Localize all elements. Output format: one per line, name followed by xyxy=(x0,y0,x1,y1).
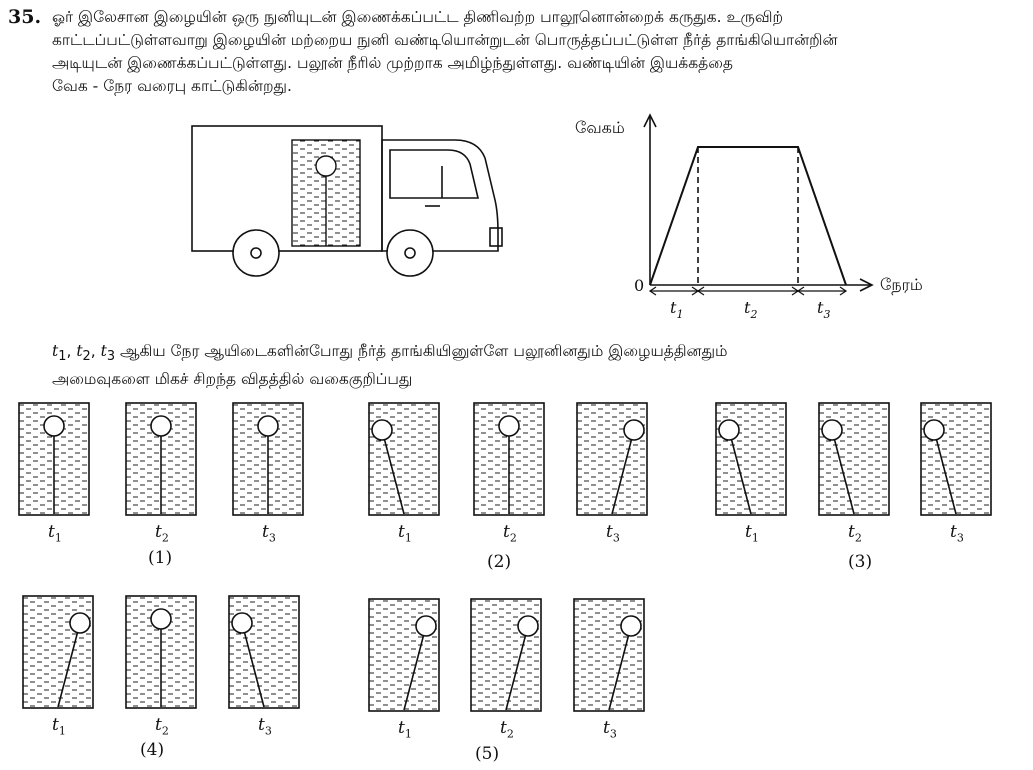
tank-time-label: t3 xyxy=(262,522,276,545)
intro-line: வேக - நேர வரைபு காட்டுகின்றது. xyxy=(52,77,292,95)
tank-diagram xyxy=(573,598,645,712)
tank-time-label: t2 xyxy=(155,522,169,545)
tank-diagram xyxy=(22,595,94,709)
tank-time-label: t2 xyxy=(503,522,517,545)
graph-interval-t1: t1 xyxy=(670,298,683,321)
truck-body xyxy=(191,125,503,252)
tank-diagram xyxy=(368,402,440,516)
tank-string xyxy=(611,439,633,515)
option-label: (4) xyxy=(140,740,165,760)
balloon xyxy=(69,612,91,634)
graph-origin: 0 xyxy=(634,276,644,295)
tank-time-label: t1 xyxy=(398,718,412,741)
tank-time-label: t3 xyxy=(606,522,620,545)
tank-time-label: t1 xyxy=(398,522,412,545)
tank-time-label: t3 xyxy=(950,522,964,545)
tank-string xyxy=(243,632,265,708)
tank-time-label: t2 xyxy=(848,522,862,545)
tank-string xyxy=(935,439,957,515)
balloon xyxy=(498,415,520,437)
tank-time-label: t3 xyxy=(603,718,617,741)
tank-time-label: t3 xyxy=(258,715,272,738)
balloon xyxy=(620,615,642,637)
tank-string xyxy=(833,439,855,515)
tank-diagram xyxy=(228,595,300,709)
graph-xlabel: நேரம் xyxy=(880,275,923,294)
tank-string xyxy=(730,439,752,515)
truck-wheels xyxy=(232,229,434,277)
tank-time-label: t1 xyxy=(745,522,759,545)
tank-string xyxy=(403,635,425,711)
prompt-line: அமைவுகளை மிகச் சிறந்த விதத்தில் வகைகுறிப… xyxy=(52,370,413,389)
graph-interval-t1-sub: 1 xyxy=(676,308,683,321)
velocity-time-graph: வேகம் நேரம் 0 t1 t2 t3 xyxy=(575,113,923,321)
balloon xyxy=(150,415,172,437)
balloon xyxy=(150,608,172,630)
graph-interval-t3-sub: 3 xyxy=(823,308,830,321)
tank-diagram xyxy=(125,595,197,709)
tank-string xyxy=(57,632,79,708)
balloon xyxy=(257,415,279,437)
tank-time-label: t1 xyxy=(52,715,66,738)
balloon xyxy=(923,419,945,441)
tank-diagram xyxy=(368,598,440,712)
graph-ylabel: வேகம் xyxy=(575,118,625,137)
tank-diagram xyxy=(232,402,304,516)
question-prompt: t1, t2, t3 ஆகிய நேர ஆயிடைகளின்போது நீர்த… xyxy=(52,340,1012,391)
option-label: (5) xyxy=(475,744,500,764)
balloon xyxy=(415,615,437,637)
tank-diagram xyxy=(473,402,545,516)
intro-line: ஓர் இலேசான இழையின் ஒரு நுனியுடன் இணைக்கப… xyxy=(52,8,784,26)
option-label: (1) xyxy=(148,548,173,568)
tank-string xyxy=(608,635,630,711)
question-number: 35. xyxy=(8,6,42,28)
tank-diagram xyxy=(920,402,992,516)
question-intro: ஓர் இலேசான இழையின் ஒரு நுனியுடன் இணைக்கப… xyxy=(52,6,1012,98)
option-label: (2) xyxy=(487,552,512,572)
tank-time-label: t2 xyxy=(500,718,514,741)
tank-diagram xyxy=(818,402,890,516)
tank-time-label: t1 xyxy=(48,522,62,545)
balloon xyxy=(821,419,843,441)
option-label: (3) xyxy=(848,552,873,572)
tank-diagram xyxy=(125,402,197,516)
tank-string xyxy=(383,439,405,515)
truck-water-tank xyxy=(291,139,361,247)
tank-time-label: t2 xyxy=(155,715,169,738)
graph-interval-t2: t2 xyxy=(744,298,757,321)
tank-diagram xyxy=(470,598,542,712)
balloon xyxy=(718,419,740,441)
balloon xyxy=(231,612,253,634)
truck-figure xyxy=(191,125,503,277)
intro-line: அடியுடன் இணைக்கப்பட்டுள்ளது. பலூன் நீரில… xyxy=(52,54,733,72)
tank-diagram xyxy=(18,402,90,516)
tank-string xyxy=(505,635,527,711)
tank-diagram xyxy=(576,402,648,516)
balloon xyxy=(43,415,65,437)
intro-line: காட்டப்பட்டுள்ளவாறு இழையின் மற்றைய நுனி … xyxy=(52,31,838,49)
balloon xyxy=(623,419,645,441)
tank-diagram xyxy=(715,402,787,516)
balloon xyxy=(517,615,539,637)
balloon xyxy=(371,419,393,441)
graph-interval-t3: t3 xyxy=(817,298,830,321)
prompt-line: t1, t2, t3 ஆகிய நேர ஆயிடைகளின்போது நீர்த… xyxy=(52,342,728,365)
graph-interval-t2-sub: 2 xyxy=(749,308,757,321)
